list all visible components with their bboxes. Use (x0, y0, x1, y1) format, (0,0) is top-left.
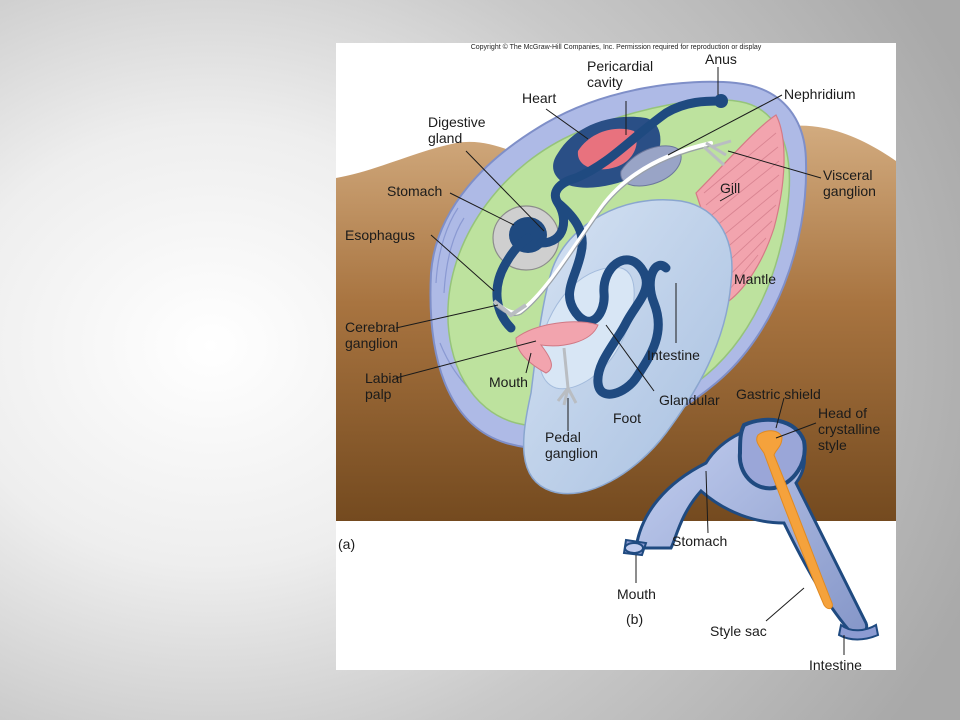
label-digestive-gland-line1: Digestive (428, 114, 486, 130)
label-anus: Anus (705, 51, 737, 67)
label-pedal-ganglion-line2: ganglion (545, 445, 598, 461)
label-mouth-b: Mouth (617, 586, 656, 602)
style-mouth-opening (624, 542, 644, 554)
label-head-crystalline-style-line3: style (818, 437, 847, 453)
panel-label-a: (a) (338, 536, 356, 552)
label-gill: Gill (720, 180, 741, 196)
label-visceral-ganglion-line2: ganglion (823, 183, 876, 199)
label-intestine-b: Intestine (809, 657, 862, 670)
pedal-ganglion (556, 347, 578, 406)
style-stomach-body (634, 425, 869, 636)
crystalline-style (756, 430, 833, 610)
label-head-crystalline-style-line1: Head of (818, 405, 868, 421)
label-mantle: Mantle (734, 271, 777, 287)
cerebral-ganglion (492, 299, 528, 318)
label-cerebral-ganglion-line2: ganglion (345, 335, 398, 351)
label-foot: Foot (613, 410, 642, 426)
label-pericardial-cavity: Pericardial cavity (587, 58, 653, 90)
label-pericardial-cavity-line1: Pericardial (587, 58, 654, 74)
label-style-sac: Style sac (710, 623, 767, 639)
label-cerebral-ganglion: Cerebral ganglion (345, 319, 399, 351)
label-labial-palp-line1: Labial (365, 370, 403, 386)
label-digestive-gland-line2: gland (428, 130, 463, 146)
copyright-notice: Copyright © The McGraw-Hill Companies, I… (470, 44, 762, 51)
label-labial-palp-line2: palp (365, 386, 392, 402)
label-cerebral-ganglion-line1: Cerebral (345, 319, 399, 335)
label-visceral-ganglion-line1: Visceral (823, 167, 873, 183)
label-head-crystalline-style: Head of crystalline style (818, 405, 880, 453)
labial-palp (515, 321, 599, 374)
label-pedal-ganglion-line1: Pedal (545, 429, 581, 445)
label-head-crystalline-style-line2: crystalline (818, 421, 881, 437)
label-heart: Heart (522, 90, 557, 106)
slide: Copyright © The McGraw-Hill Companies, I… (336, 43, 896, 670)
label-mouth-a: Mouth (489, 374, 528, 390)
label-nephridium: Nephridium (784, 86, 856, 102)
label-labial-palp: Labial palp (365, 370, 402, 402)
clam-anatomy-diagram (336, 67, 896, 655)
panel-label-b: (b) (626, 611, 644, 627)
label-pedal-ganglion: Pedal ganglion (545, 429, 598, 461)
label-digestive-gland: Digestive gland (428, 114, 486, 146)
label-visceral-ganglion: Visceral ganglion (823, 167, 876, 199)
label-intestine-a: Intestine (647, 347, 700, 363)
label-glandular: Glandular (659, 392, 720, 408)
anus-opening (714, 94, 728, 108)
label-gastric-shield: Gastric shield (736, 386, 821, 402)
visceral-ganglion (702, 139, 732, 167)
heart (577, 128, 637, 170)
gut (492, 96, 726, 399)
label-pericardial-cavity-line2: cavity (587, 74, 623, 90)
label-stomach-b: Stomach (672, 533, 728, 549)
label-esophagus: Esophagus (345, 227, 416, 243)
leader-lines (395, 67, 845, 655)
label-stomach-a: Stomach (387, 183, 443, 199)
style-intestine-tube (837, 623, 880, 641)
